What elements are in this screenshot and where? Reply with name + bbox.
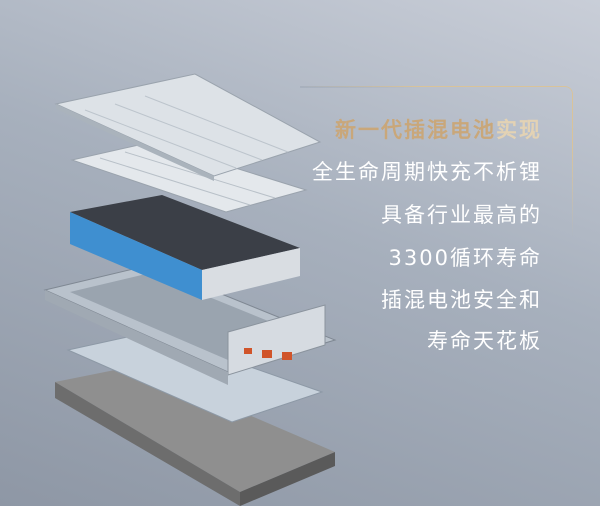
text-line-4: 插混电池安全和 [381,288,542,312]
bottom-plate [66,331,324,423]
top-lid [54,73,322,181]
foam-base [55,366,335,506]
headline-part1: 新一代插混电池 [335,118,496,142]
battery-cells [70,195,300,300]
connector [262,350,272,358]
text-line-5: 寿命天花板 [427,329,542,353]
text-line-2: 具备行业最高的 [381,203,542,227]
text-line-3: 3300循环寿命 [388,246,542,270]
headline-part2: 实现 [496,118,542,142]
text-line-1: 全生命周期快充不析锂 [312,160,542,184]
headline: 新一代插混电池实现 [335,114,542,144]
decorative-frame [300,85,573,237]
battery-tray [43,264,337,385]
cooling-plate [70,141,308,213]
